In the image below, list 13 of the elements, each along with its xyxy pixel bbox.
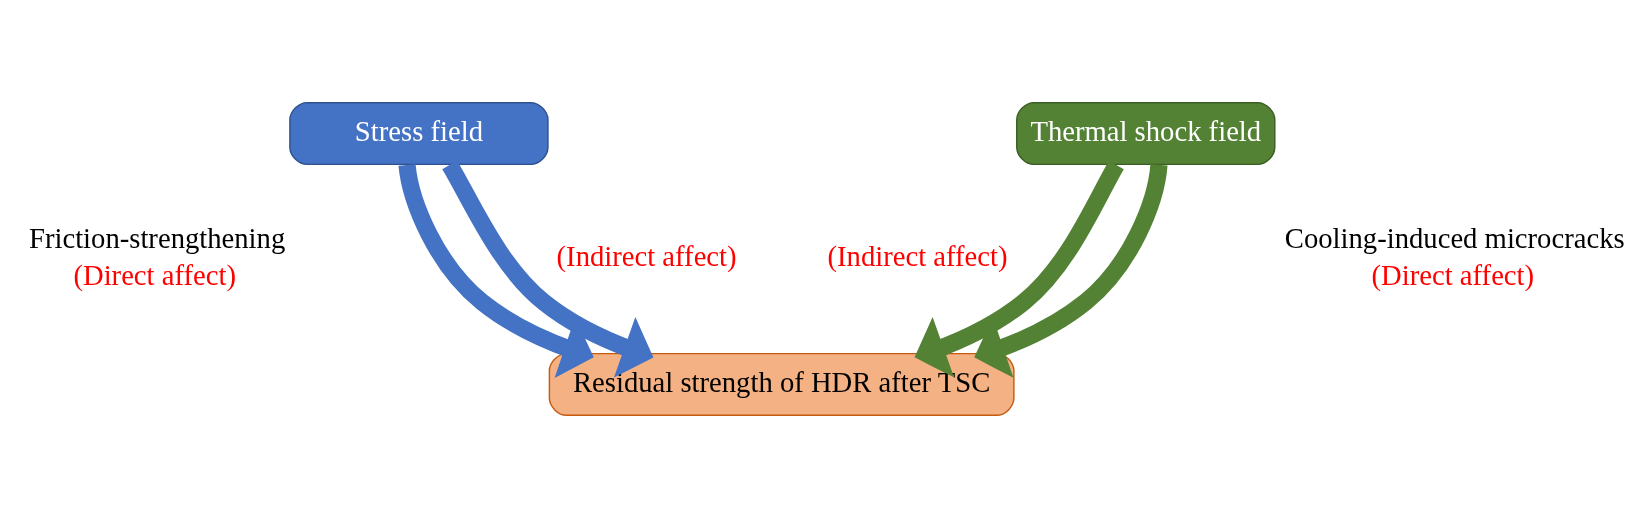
node-box: Residual strength of HDR after TSC [548,352,1015,416]
label: (Indirect affect) [827,239,1008,272]
node-box: Thermal shock field [1016,101,1276,165]
label: (Direct affect) [1371,258,1535,291]
arrow [974,163,1168,378]
arrow [914,160,1124,377]
label: (Direct affect) [73,258,236,291]
arrow [398,163,594,378]
label: (Indirect affect) [556,239,737,272]
node-box: Stress field [289,101,549,165]
label: Friction-strengthening [28,221,286,254]
arrow [442,160,654,377]
label: Cooling-induced microcracks [1284,221,1625,254]
